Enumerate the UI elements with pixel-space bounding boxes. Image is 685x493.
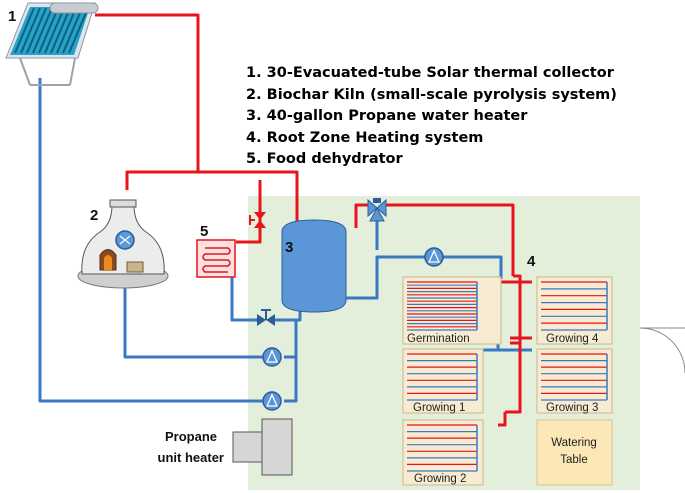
mixing-valve-icon <box>367 198 387 222</box>
label-number-1: 1 <box>8 8 16 25</box>
component-legend: 1. 30-Evacuated-tube Solar thermal colle… <box>246 63 676 171</box>
label-number-4: 4 <box>527 253 536 270</box>
kiln-heat-exchanger-icon <box>115 230 135 250</box>
legend-item-3: 3. 40-gallon Propane water heater <box>246 108 528 124</box>
watering-table-label-line2: Table <box>560 454 588 466</box>
legend-item-4: 4. Root Zone Heating system <box>246 129 484 146</box>
bench-growing-3 <box>536 348 613 414</box>
zone-label-germination: Germination <box>407 333 470 345</box>
label-number-2: 2 <box>90 207 98 224</box>
bench-growing-2 <box>402 419 484 486</box>
food-dehydrator-icon <box>196 239 236 278</box>
legend-item-1: 1. 30-Evacuated-tube Solar thermal colle… <box>246 65 614 81</box>
bench-growing-1 <box>402 348 484 414</box>
label-number-5: 5 <box>200 223 208 240</box>
legend-item-2: 2. Biochar Kiln (small-scale pyrolysis s… <box>246 86 617 103</box>
cold-water-pipes <box>38 78 532 433</box>
label-number-3: 3 <box>285 239 293 256</box>
pump-icon-kiln-loop <box>262 347 282 367</box>
pump-icon-root-zone <box>424 247 444 267</box>
watering-table <box>536 419 613 486</box>
door <box>639 327 685 374</box>
hot-water-pipes <box>95 13 532 427</box>
propane-unit-heater-icon <box>232 418 293 476</box>
solar-thermal-collector-icon <box>5 2 99 86</box>
bench-growing-4 <box>536 276 613 345</box>
propane-heater-label-line1: Propane <box>165 429 217 444</box>
zone-label-growing-2: Growing 2 <box>414 473 466 485</box>
pump-icon-solar-loop <box>262 391 282 411</box>
watering-table-label-line1: Watering <box>551 437 597 449</box>
legend-item-5: 5. Food dehydrator <box>246 151 403 167</box>
zone-label-growing-1: Growing 1 <box>413 402 465 414</box>
red-valve-icon <box>249 212 266 228</box>
blue-valve-icon <box>257 309 275 326</box>
propane-heater-label-line2: unit heater <box>158 450 224 465</box>
propane-water-heater-tank <box>281 219 347 313</box>
zone-label-growing-4: Growing 4 <box>546 333 599 345</box>
zone-label-growing-3: Growing 3 <box>546 402 598 414</box>
root-zone-heating-coils <box>407 281 608 472</box>
